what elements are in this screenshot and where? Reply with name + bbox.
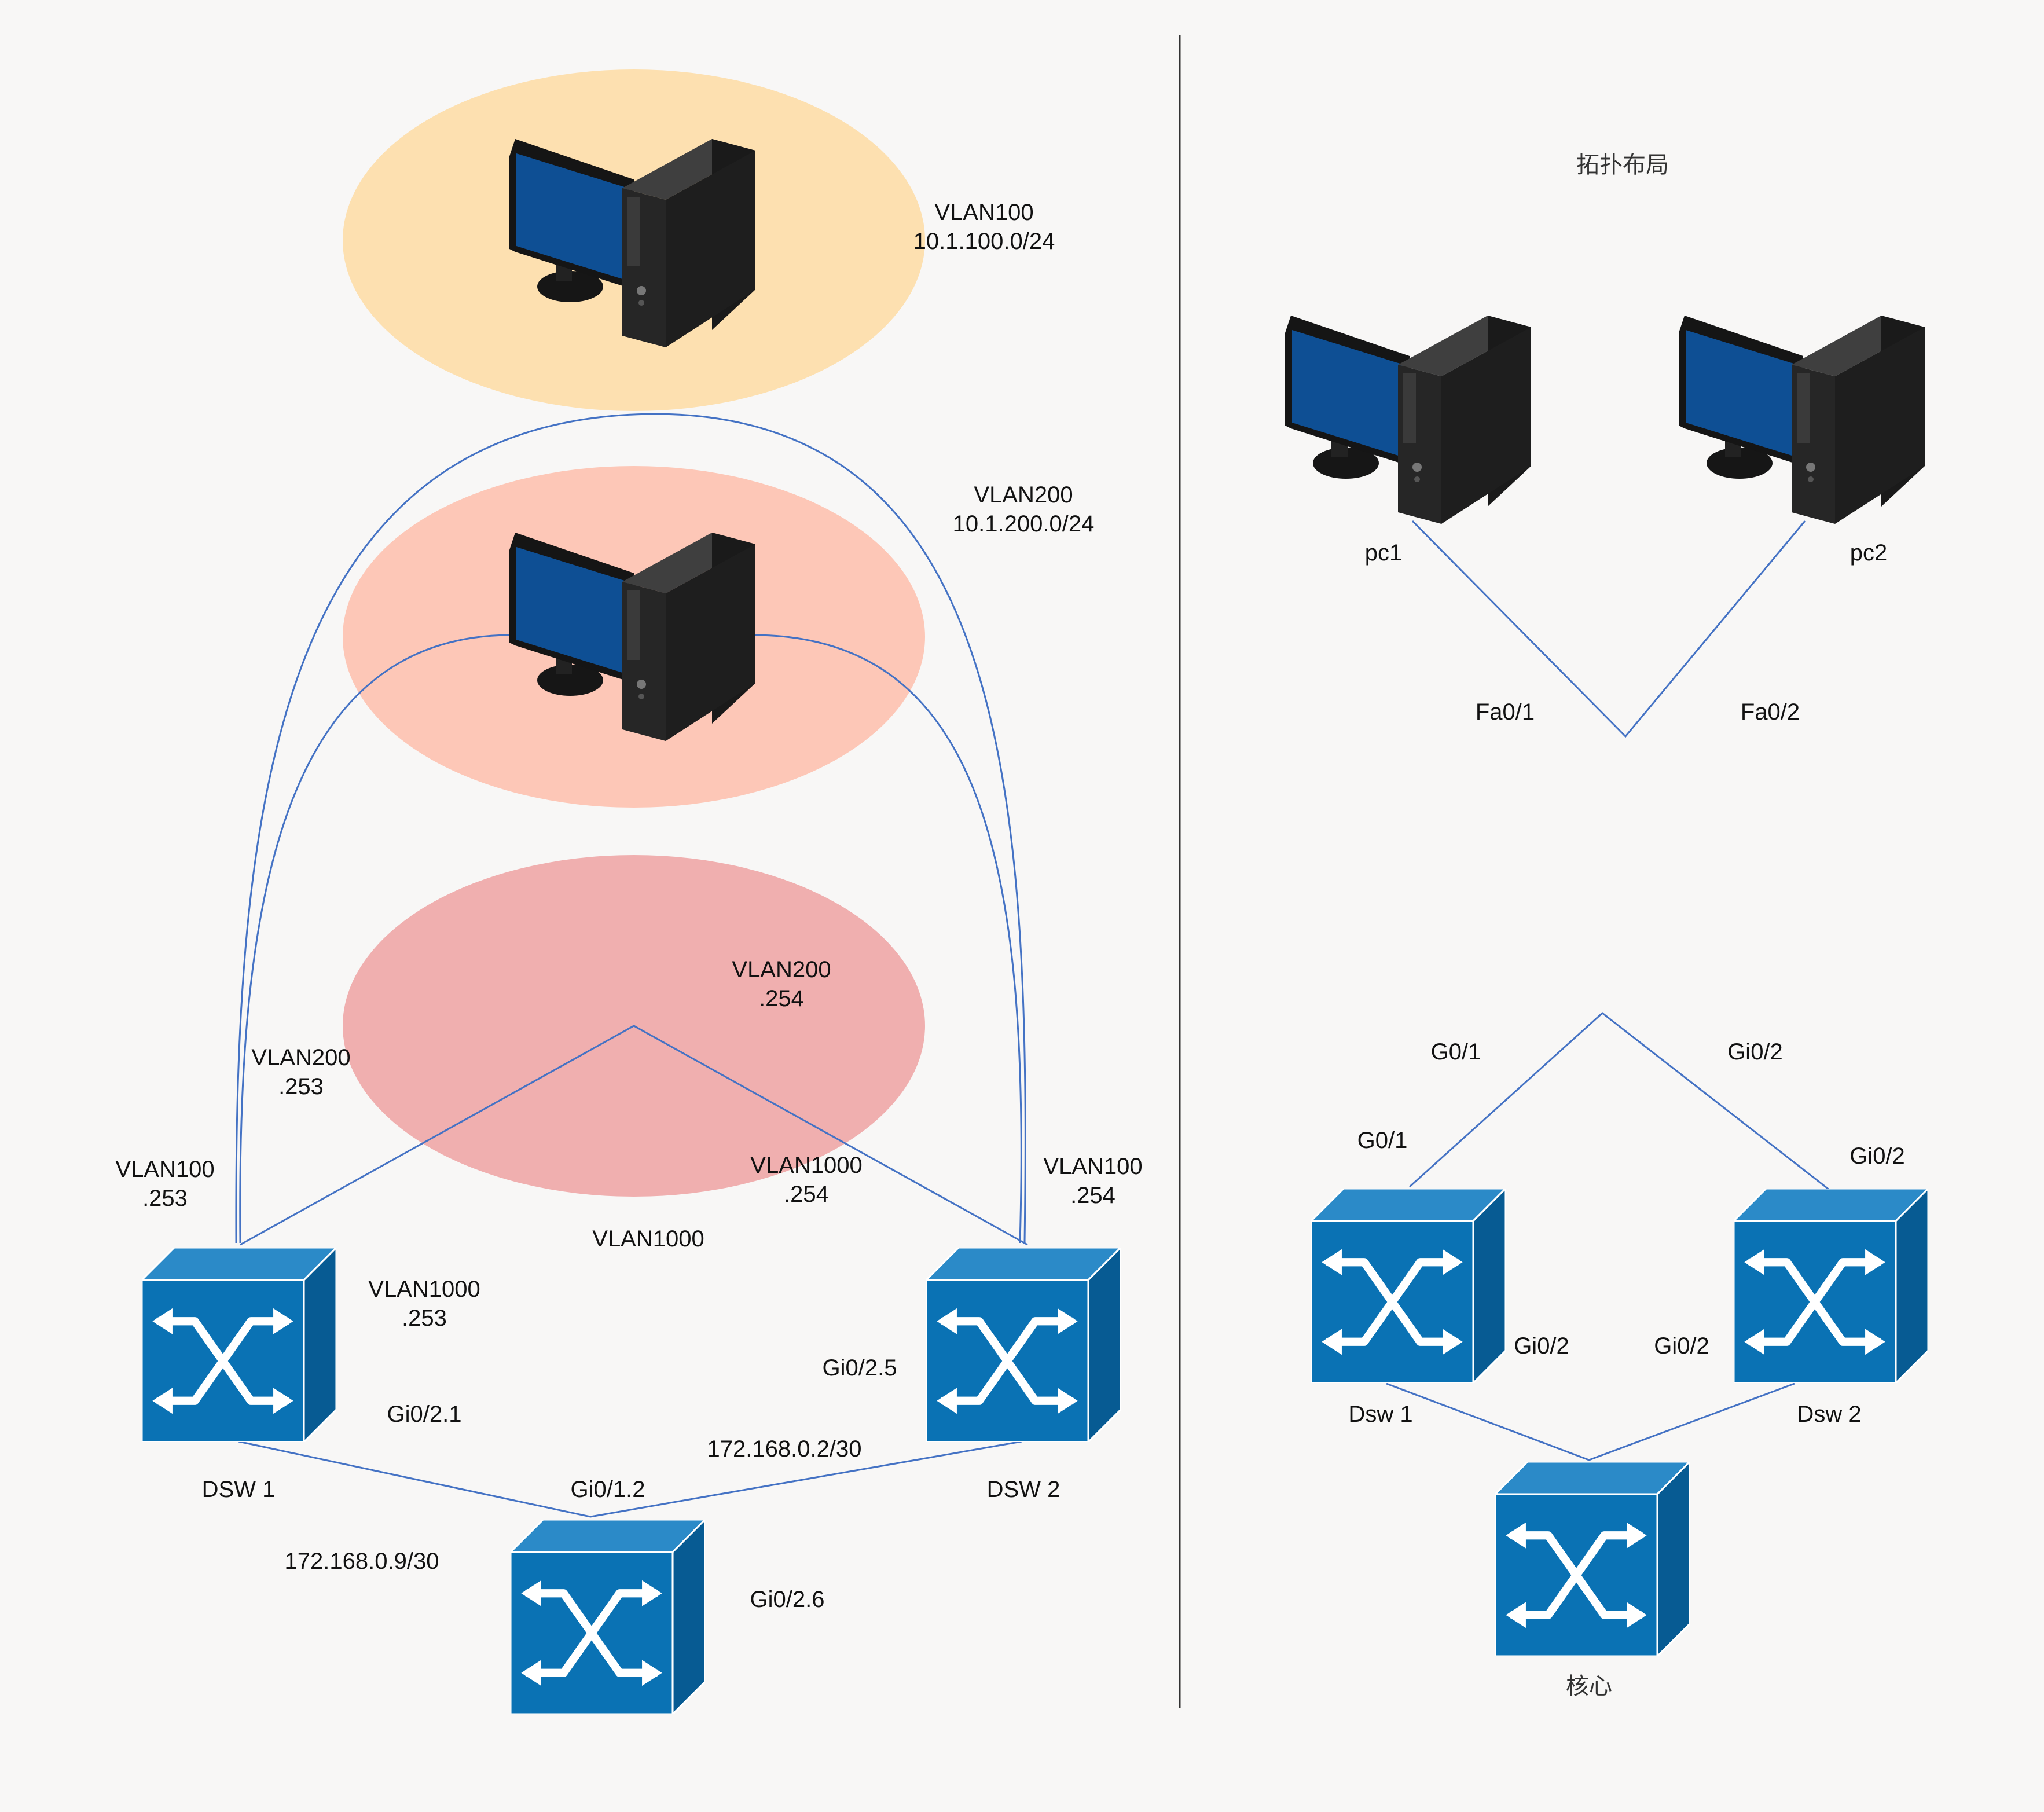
vlan1000-zone-label: VLAN1000 [592, 1226, 704, 1252]
dsw2-name: DSW 2 [986, 1477, 1060, 1502]
dsw2-ip-label: 172.168.0.2/30 [707, 1436, 862, 1462]
dsw-top-links [1408, 1012, 1830, 1191]
right-dsw1-name: Dsw 1 [1348, 1402, 1413, 1427]
dsw1-gi-label: Gi0/2.1 [387, 1402, 462, 1427]
dsw-core-links [1386, 1382, 1795, 1461]
core-uplinks [238, 1440, 1022, 1518]
right-links [1386, 520, 1830, 1461]
vlan200-link-dsw1 [239, 634, 510, 1244]
core-switch-icon [511, 1520, 705, 1714]
right-core-name: 核心 [1566, 1673, 1612, 1700]
pc2-icon [1679, 316, 1925, 524]
pc1-port-label: Fa0/1 [1475, 699, 1535, 725]
dsw1-vlan200-label: VLAN200 .253 [251, 1045, 351, 1099]
left-links [235, 413, 1028, 1518]
right-diagram-title: 拓扑布局 [1576, 152, 1669, 178]
pc2-name: pc2 [1849, 540, 1888, 566]
dsw2-vlan200-label: VLAN200 .254 [732, 957, 831, 1011]
dsw1-vlan1000-label: VLAN1000 .253 [368, 1277, 480, 1331]
right-dsw2-downlink-label: Gi0/2 [1654, 1333, 1709, 1359]
pc2-port-label: Fa0/2 [1740, 699, 1800, 725]
right-dsw1-downlink-label: Gi0/2 [1514, 1333, 1569, 1359]
dsw1-name: DSW 1 [201, 1477, 276, 1502]
dsw2-vlan1000-label: VLAN1000 .254 [750, 1153, 863, 1207]
dsw2-switch-icon [926, 1248, 1121, 1442]
pc-links [1411, 520, 1806, 738]
vlan200-zone-label: VLAN200 10.1.200.0/24 [952, 482, 1095, 537]
top-port-left-label: G0/1 [1430, 1039, 1481, 1065]
core-gi-top-label: Gi0/1.2 [570, 1477, 645, 1502]
right-dsw1-uplink-label: G0/1 [1357, 1128, 1408, 1153]
pc1-name: pc1 [1364, 540, 1403, 566]
dsw2-vlan100-label: VLAN100 .254 [1043, 1154, 1143, 1208]
vlan100-link [235, 413, 1026, 1244]
right-dsw2-switch-icon [1734, 1189, 1928, 1383]
top-port-right-label: Gi0/2 [1727, 1039, 1783, 1065]
vlan1000-link [240, 1025, 1028, 1246]
dsw1-vlan100-label: VLAN100 .253 [115, 1157, 215, 1211]
vlan100-zone-label: VLAN100 10.1.100.0/24 [913, 200, 1055, 254]
right-dsw1-switch-icon [1311, 1189, 1506, 1383]
pc1-icon [1285, 316, 1531, 524]
right-dsw2-name: Dsw 2 [1797, 1402, 1862, 1427]
core-gi-right-label: Gi0/2.6 [750, 1587, 825, 1612]
dsw2-gi-label: Gi0/2.5 [822, 1355, 897, 1381]
dsw1-ip-label: 172.168.0.9/30 [284, 1549, 439, 1574]
vlan200-link-dsw2 [755, 634, 1022, 1244]
right-core-switch-icon [1495, 1462, 1690, 1656]
right-dsw2-uplink-label: Gi0/2 [1849, 1143, 1905, 1169]
dsw1-switch-icon [142, 1248, 336, 1442]
